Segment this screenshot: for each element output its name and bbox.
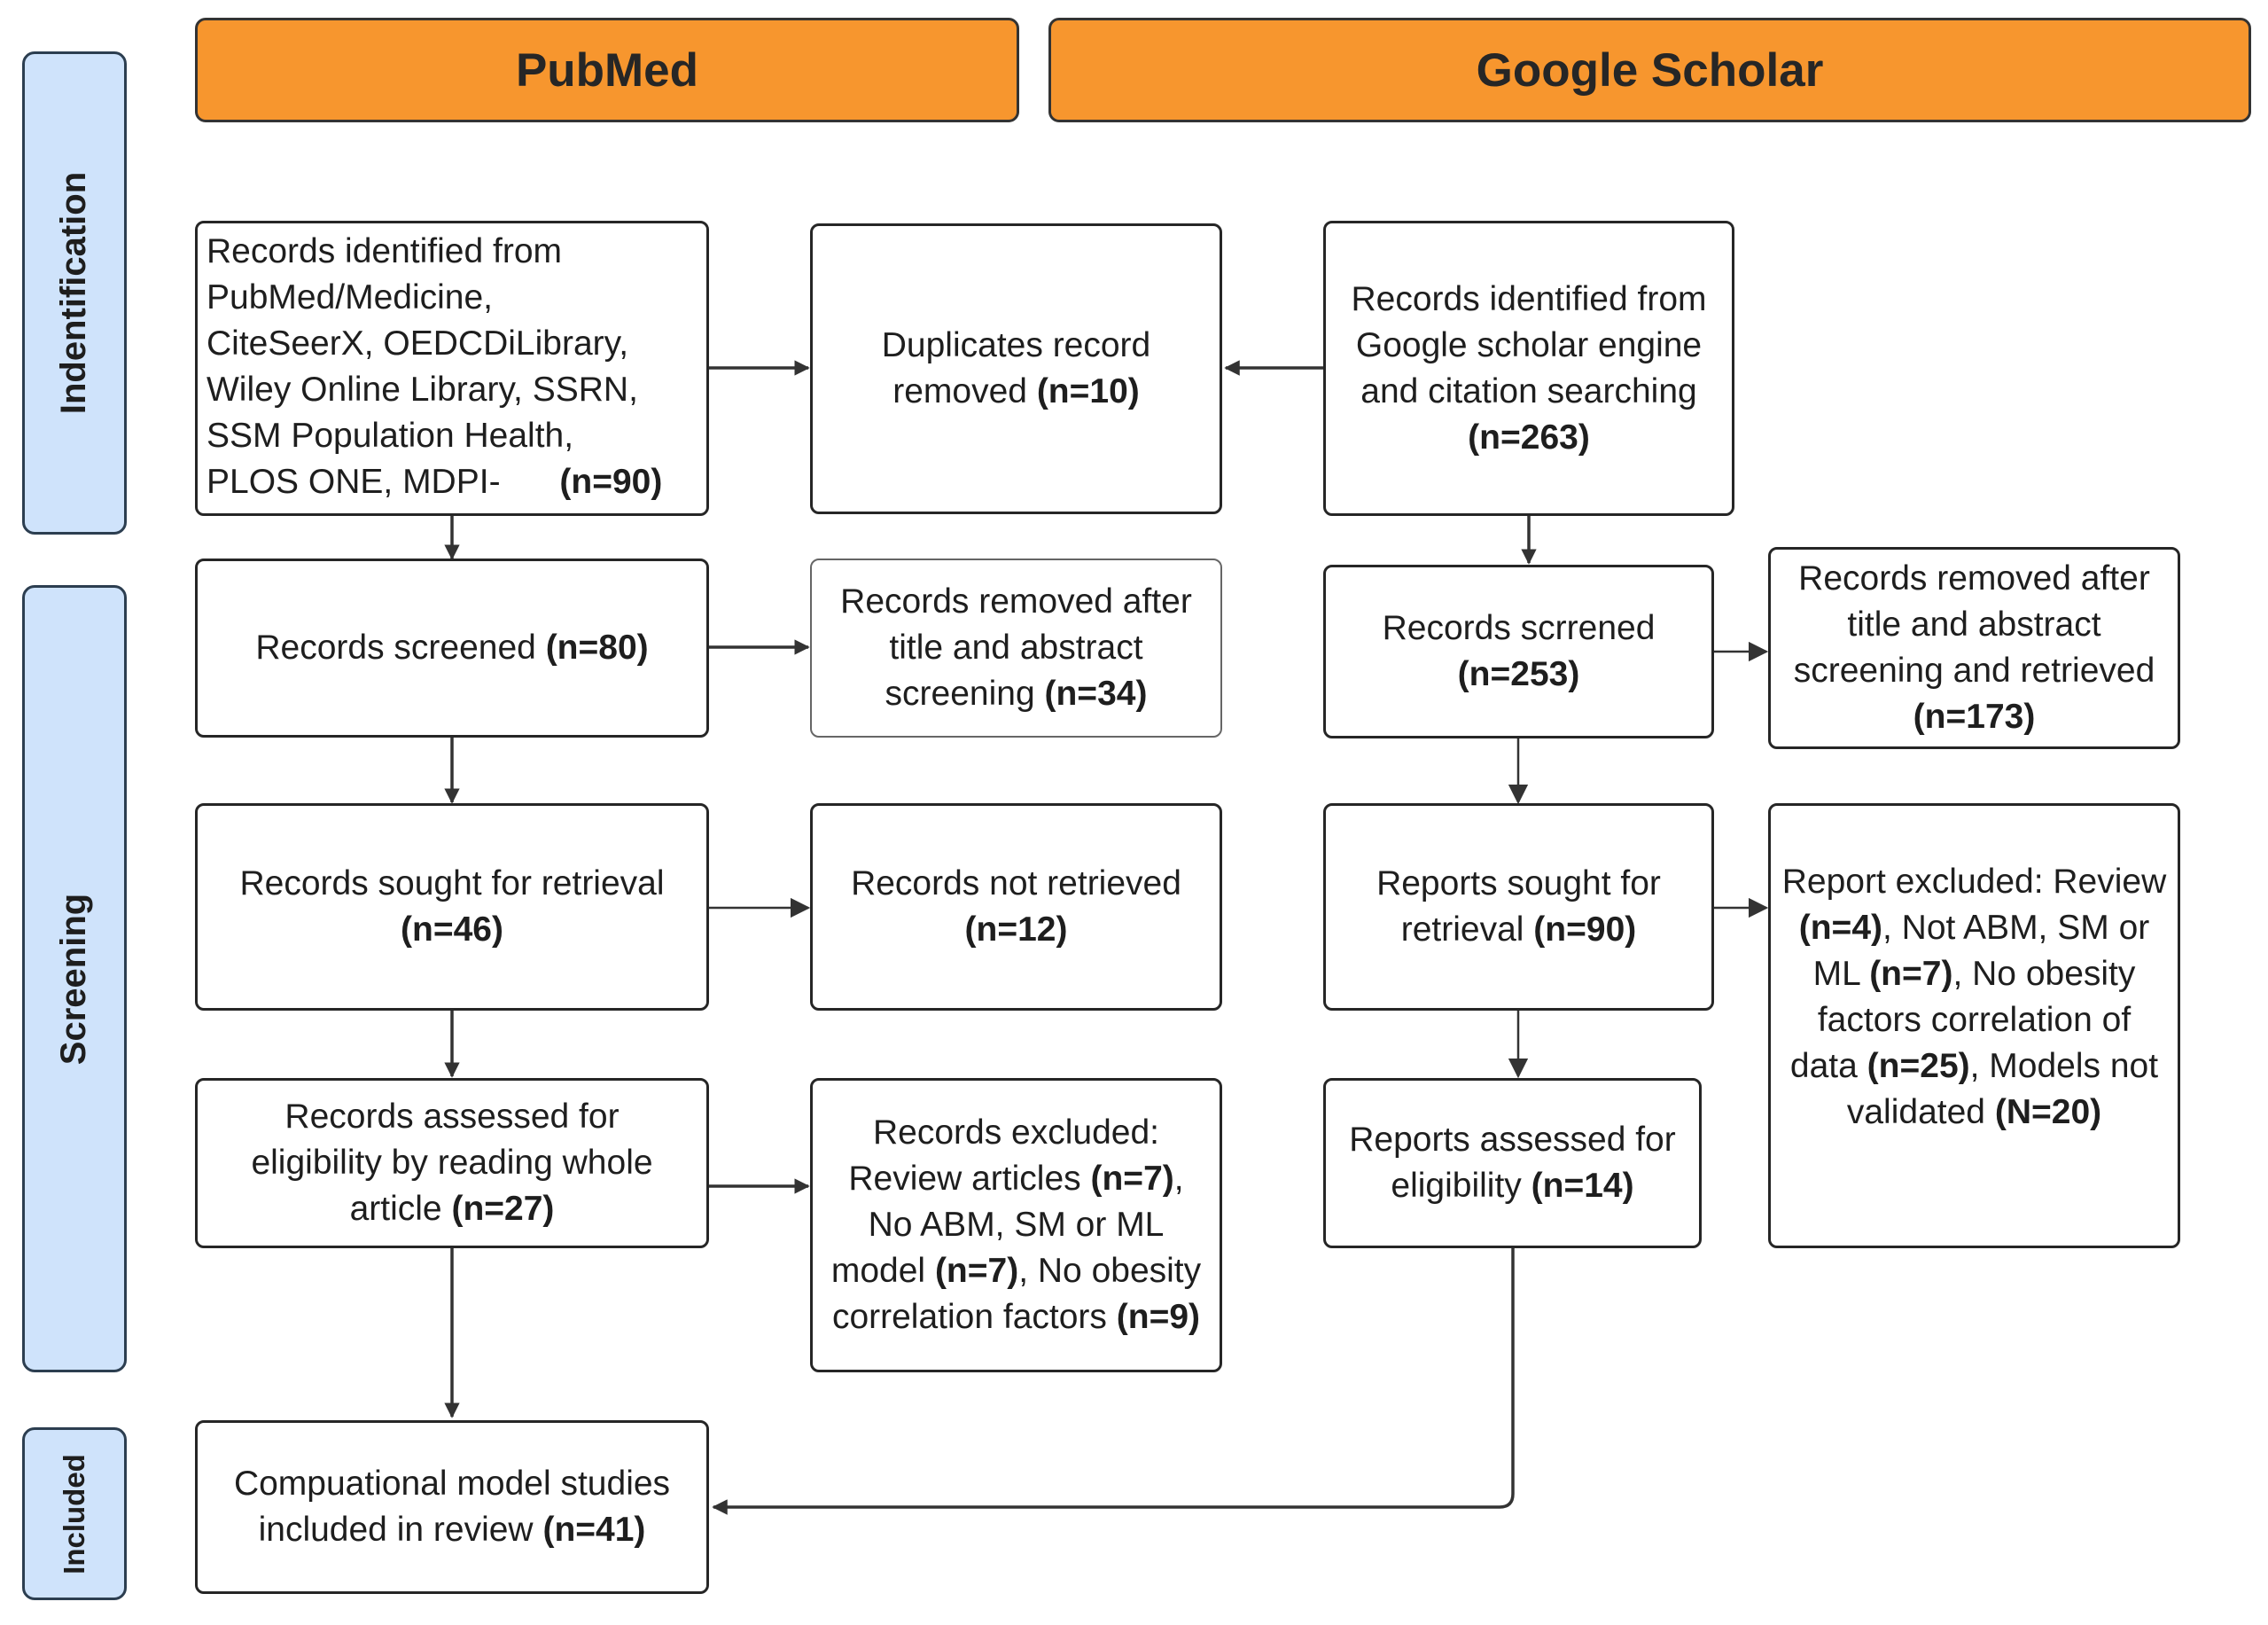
node-text: Records removed after title and abstract…	[840, 582, 1192, 713]
node-google-scholar-reports-excluded: Report excluded: Review (n=4), Not ABM, …	[1768, 803, 2180, 1248]
node-count: (n=34)	[1044, 675, 1148, 713]
node-text: Reports sought for retrieval	[1376, 864, 1661, 949]
node-pubmed-records-excluded: Records excluded: Review articles (n=7),…	[810, 1078, 1222, 1372]
node-text: , No obesity factors correlation of data	[1789, 955, 2136, 1085]
node-text: Records excluded: Review articles	[848, 1113, 1159, 1198]
node-line: SSM Population Health,	[207, 417, 574, 455]
node-count: (n=10)	[1036, 372, 1140, 410]
node-pubmed-records-sought: Records sought for retrieval (n=46)	[195, 803, 709, 1011]
stage-included-label: Included	[58, 1453, 90, 1574]
node-google-scholar-records-screened: Records scrrened (n=253)	[1323, 565, 1714, 738]
node-count: (n=12)	[964, 910, 1068, 949]
node-google-scholar-reports-assessed: Reports assessed for eligibility (n=14)	[1323, 1078, 1702, 1248]
node-pubmed-removed-title-abstract: Records removed after title and abstract…	[810, 559, 1222, 738]
node-pubmed-records-screened: Records screened (n=80)	[195, 559, 709, 738]
node-pubmed-records-identified: Records identified from PubMed/Medicine,…	[195, 221, 709, 516]
node-count: (N=20)	[1994, 1093, 2102, 1131]
stage-identification-label: Indentification	[54, 171, 94, 415]
node-text: Records screened	[255, 629, 536, 667]
node-text: Records not retrieved	[851, 864, 1181, 902]
node-count: (n=4)	[1798, 909, 1882, 947]
node-count: (n=27)	[451, 1190, 555, 1228]
node-count: (n=25)	[1867, 1047, 1970, 1085]
stage-screening: Screening	[22, 585, 127, 1372]
node-pubmed-records-assessed: Records assessed for eligibility by read…	[195, 1078, 709, 1248]
node-google-scholar-reports-sought: Reports sought for retrieval (n=90)	[1323, 803, 1714, 1011]
node-count: (n=173)	[1913, 698, 2036, 736]
node-line: PLOS ONE, MDPI-	[207, 463, 501, 501]
source-pubmed-label: PubMed	[515, 43, 699, 97]
node-google-scholar-records-identified: Records identified from Google scholar e…	[1323, 221, 1734, 516]
stage-identification: Indentification	[22, 51, 127, 535]
node-text: Duplicates record removed	[881, 326, 1151, 410]
node-text: , Not ABM, SM or ML	[1812, 909, 2150, 993]
node-pubmed-records-not-retrieved: Records not retrieved (n=12)	[810, 803, 1222, 1011]
node-text: , No obesity correlation factors	[831, 1252, 1202, 1336]
node-count: (n=263)	[1468, 418, 1590, 457]
node-line: Wiley Online Library, SSRN,	[207, 371, 638, 409]
node-count: (n=80)	[545, 629, 649, 667]
node-text: Reports assessed for eligibility	[1349, 1121, 1676, 1205]
node-count: (n=253)	[1457, 655, 1580, 693]
node-count: (n=90)	[1533, 910, 1637, 949]
node-count: (n=7)	[1090, 1160, 1174, 1198]
node-count: (n=14)	[1531, 1167, 1634, 1205]
node-count: (n=46)	[401, 910, 503, 949]
node-duplicates-removed: Duplicates record removed (n=10)	[810, 223, 1222, 514]
node-line: PubMed/Medicine,	[207, 278, 494, 316]
node-text: , Models not validated	[1846, 1047, 2159, 1131]
node-google-scholar-removed-title-abstract: Records removed after title and abstract…	[1768, 547, 2180, 749]
node-count: (n=41)	[542, 1511, 646, 1549]
node-count: (n=7)	[934, 1252, 1019, 1290]
source-pubmed: PubMed	[195, 18, 1019, 122]
node-text: Report excluded: Review	[1781, 863, 2167, 901]
node-text: Compuational model studies included in r…	[233, 1465, 671, 1549]
node-text: Records scrrened	[1382, 609, 1656, 647]
node-studies-included: Compuational model studies included in r…	[195, 1420, 709, 1594]
node-text: Records identified from Google scholar e…	[1351, 279, 1707, 410]
node-line: CiteSeerX, OEDCDiLibrary,	[207, 324, 629, 363]
node-text: Records sought for retrieval	[239, 864, 665, 902]
node-count: (n=7)	[1869, 955, 1953, 993]
node-count: (n=9)	[1116, 1298, 1201, 1336]
node-text: Records assessed for eligibility by read…	[251, 1098, 653, 1228]
node-count: (n=90)	[559, 463, 663, 501]
stage-included: Included	[22, 1427, 127, 1600]
node-line: Records identified from	[207, 232, 563, 270]
stage-screening-label: Screening	[54, 893, 94, 1065]
node-text: Records removed after title and abstract…	[1793, 559, 2155, 690]
arrow-gs-assessed-to-included	[712, 1248, 1515, 1515]
node-text: , No ABM, SM or ML model	[830, 1160, 1184, 1290]
source-google-scholar: Google Scholar	[1048, 18, 2251, 122]
source-google-scholar-label: Google Scholar	[1476, 43, 1824, 97]
